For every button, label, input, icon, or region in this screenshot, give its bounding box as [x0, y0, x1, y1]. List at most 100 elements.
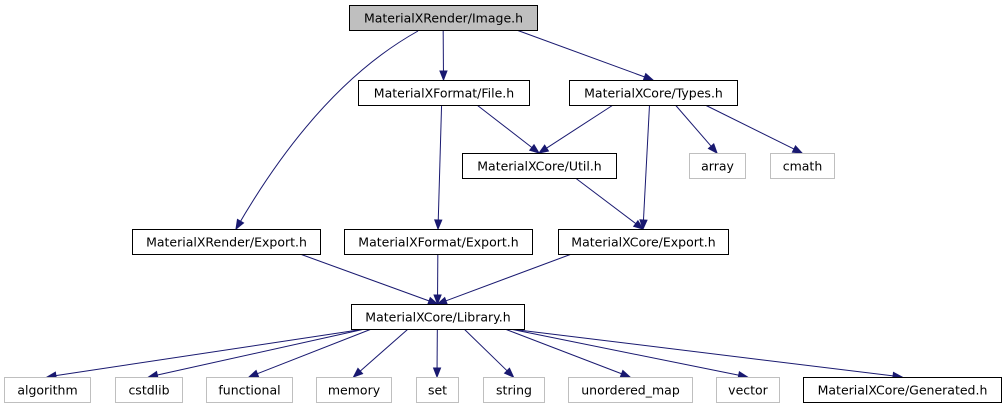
node-set-box [416, 377, 459, 403]
edge-core-library-h-to-algorithm [45, 328, 365, 380]
edge-core-library-h-to-vector-line [510, 328, 740, 376]
node-core-generated-h-box [803, 377, 1002, 403]
edge-core-library-h-to-set [432, 328, 442, 379]
node-format-file-h-label: MaterialXFormat/File.h [374, 86, 514, 101]
edge-image-h-to-render-export-h [235, 30, 419, 231]
node-core-util-h-label: MaterialXCore/Util.h [477, 159, 601, 174]
node-memory-label: memory [328, 383, 381, 398]
node-unordered-map: unordered_map [568, 377, 693, 403]
node-format-export-h[interactable]: MaterialXFormat/Export.h [344, 229, 533, 255]
node-cmath: cmath [770, 153, 835, 179]
node-format-export-h-box [344, 229, 533, 255]
node-functional-label: functional [218, 383, 280, 398]
node-algorithm: algorithm [4, 377, 91, 403]
node-unordered-map-label: unordered_map [581, 383, 680, 398]
edge-core-library-h-to-string-arrowhead [503, 367, 515, 378]
node-format-file-h-box [358, 80, 530, 106]
edge-format-file-h-to-format-export-h [434, 104, 443, 231]
node-core-generated-h-label: MaterialXCore/Generated.h [818, 383, 988, 398]
node-core-library-h[interactable]: MaterialXCore/Library.h [351, 304, 525, 330]
node-array-label: array [701, 159, 734, 174]
node-core-generated-h[interactable]: MaterialXCore/Generated.h [803, 377, 1002, 403]
node-unordered-map-box [568, 377, 693, 403]
edge-format-file-h-to-core-util-h [476, 104, 541, 154]
edge-core-types-h-to-cmath-arrowhead [791, 144, 804, 154]
node-core-types-h[interactable]: MaterialXCore/Types.h [569, 80, 738, 106]
node-image-h-label: MaterialXRender/Image.h [364, 11, 523, 26]
node-core-export-h-label: MaterialXCore/Export.h [571, 235, 715, 250]
edge-render-export-h-to-core-library-h-line [299, 253, 431, 302]
edge-core-types-h-to-array [675, 104, 718, 155]
node-algorithm-box [4, 377, 91, 403]
node-core-library-h-box [351, 304, 525, 330]
node-core-types-h-box [569, 80, 738, 106]
edge-core-library-h-to-cstdlib-line [156, 328, 365, 376]
node-cmath-box [770, 153, 835, 179]
node-core-util-h[interactable]: MaterialXCore/Util.h [462, 153, 617, 179]
edge-core-library-h-to-functional-arrowhead [247, 369, 260, 378]
edge-core-library-h-to-core-generated-h [510, 328, 904, 381]
nodes-layer: MaterialXRender/Image.hMaterialXFormat/F… [4, 5, 1002, 403]
edge-image-h-to-core-types-h-line [516, 29, 646, 78]
edge-image-h-to-render-export-h-arrowhead [235, 218, 245, 231]
node-core-types-h-label: MaterialXCore/Types.h [584, 86, 723, 101]
node-functional: functional [206, 377, 293, 403]
edge-core-library-h-to-string-line [463, 328, 509, 372]
node-core-library-h-label: MaterialXCore/Library.h [365, 310, 510, 325]
edge-format-file-h-to-format-export-h-arrowhead [434, 219, 443, 231]
edge-core-library-h-to-functional [247, 328, 372, 378]
node-algorithm-label: algorithm [17, 383, 77, 398]
node-core-export-h[interactable]: MaterialXCore/Export.h [558, 229, 729, 255]
node-render-export-h-box [132, 229, 321, 255]
node-render-export-h-label: MaterialXRender/Export.h [146, 235, 307, 250]
edge-core-library-h-to-string [463, 328, 515, 378]
node-image-h[interactable]: MaterialXRender/Image.h [349, 5, 538, 31]
edge-core-types-h-to-core-export-h-arrowhead [639, 219, 648, 231]
node-vector: vector [716, 377, 780, 403]
node-array: array [689, 153, 746, 179]
node-string-box [483, 377, 545, 403]
edge-core-types-h-to-core-export-h [639, 104, 650, 231]
node-memory: memory [316, 377, 392, 403]
edge-core-library-h-to-functional-line [256, 328, 372, 375]
edge-core-types-h-to-core-util-h [537, 104, 614, 154]
edge-render-export-h-to-core-library-h [299, 253, 439, 305]
edge-core-library-h-to-memory-line [359, 328, 409, 373]
edge-core-library-h-to-unordered-map-line [504, 328, 623, 375]
edge-core-types-h-to-cmath [704, 104, 804, 154]
node-set: set [416, 377, 459, 403]
edge-core-library-h-to-core-generated-h-line [510, 328, 895, 377]
node-cstdlib-box [115, 377, 183, 403]
node-functional-box [206, 377, 293, 403]
edge-format-file-h-to-format-export-h-line [437, 104, 443, 222]
node-string-label: string [496, 383, 532, 398]
edge-format-file-h-to-core-util-h-arrowhead [528, 143, 541, 154]
node-render-export-h[interactable]: MaterialXRender/Export.h [132, 229, 321, 255]
edge-core-types-h-to-core-util-h-line [545, 104, 614, 150]
edge-core-library-h-to-set-arrowhead [432, 367, 442, 379]
edge-core-types-h-to-cmath-line [704, 104, 796, 150]
node-format-export-h-label: MaterialXFormat/Export.h [358, 235, 518, 250]
edge-core-library-h-to-algorithm-line [54, 328, 365, 377]
edge-core-export-h-to-core-library-h [436, 253, 572, 305]
edge-format-export-h-to-core-library-h [433, 253, 442, 306]
edge-core-export-h-to-core-library-h-line [444, 253, 572, 302]
edges-layer [45, 29, 904, 381]
edge-core-library-h-to-memory [352, 328, 409, 378]
edge-core-util-h-to-core-export-h [575, 177, 645, 230]
edge-format-export-h-to-core-library-h-arrowhead [433, 294, 442, 306]
node-format-file-h[interactable]: MaterialXFormat/File.h [358, 80, 530, 106]
edge-core-types-h-to-array-arrowhead [707, 143, 718, 155]
edge-format-file-h-to-core-util-h-line [476, 104, 533, 149]
edge-core-util-h-to-core-export-h-arrowhead [632, 219, 645, 230]
edge-image-h-to-core-types-h [516, 29, 655, 81]
node-vector-label: vector [728, 383, 769, 398]
edge-core-util-h-to-core-export-h-line [575, 177, 637, 225]
edge-core-types-h-to-core-export-h-line [642, 104, 650, 222]
node-cmath-label: cmath [783, 159, 823, 174]
edge-image-h-to-core-types-h-arrowhead [642, 72, 655, 81]
node-cstdlib: cstdlib [115, 377, 183, 403]
node-string: string [483, 377, 545, 403]
node-core-util-h-box [462, 153, 617, 179]
